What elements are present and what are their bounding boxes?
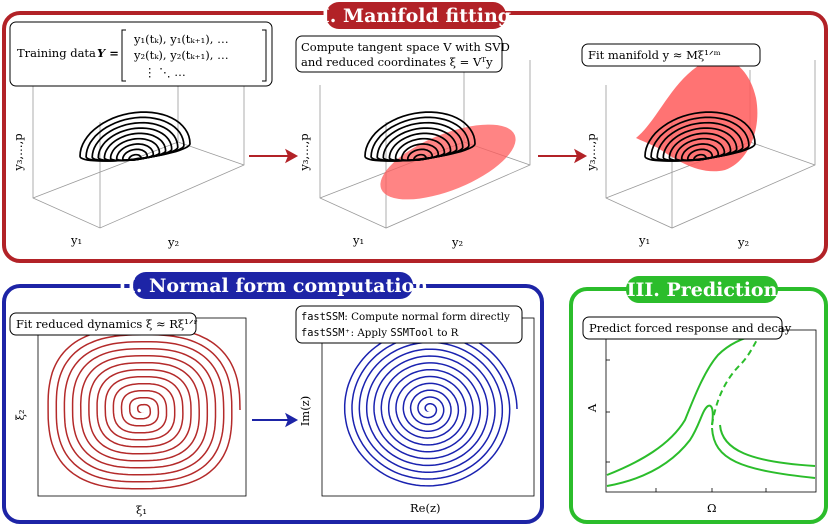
matrix-symbol: Y = (97, 46, 119, 60)
frc-upper-branch (606, 333, 761, 476)
matrix-row-3: ⋮ ⋱ … (144, 65, 186, 79)
panel-2-title-badge (133, 272, 413, 299)
plot-1-axes (32, 35, 245, 229)
tangent-space-disk (380, 124, 516, 200)
fastssm-code: fastSSM (301, 311, 344, 323)
caption-reduced-dynamics: Fit reduced dynamics ξ̇ ≈ Rξ¹ᐟʳ (9, 312, 198, 336)
xi-plot-xlabel: ξ₁ (136, 503, 147, 517)
plot-2-ylabel: y₂ (451, 235, 463, 249)
panel-1-title-badge (326, 2, 506, 29)
caption-normal-form: fastSSM: Compute normal form directly fa… (295, 305, 523, 344)
arrow-1-icon (249, 148, 299, 164)
normal-form-spiral (343, 327, 518, 487)
fit-manifold-caption: Fit manifold y ≈ Mξ¹ᐟᵐ (588, 48, 721, 62)
ssmtool-code: SSMTool (390, 327, 433, 339)
arrow-3-icon (252, 412, 299, 428)
panel-3-title-badge (626, 276, 778, 303)
reduced-dynamics-spiral (47, 327, 241, 490)
frc-unstable-branch (711, 337, 759, 426)
svg-text:fastSSM⁺: Apply SSMTool to R: fastSSM⁺: Apply SSMTool to R (301, 327, 459, 339)
orbit-loop (128, 153, 142, 161)
tangent-caption-line-2: and reduced coordinates ξ = Vᵀy (301, 55, 493, 69)
caption-prediction: Predict forced response and decay (582, 316, 792, 340)
caption-fit-manifold: Fit manifold y ≈ Mξ¹ᐟᵐ (581, 43, 761, 67)
arrow-2-icon (538, 148, 588, 164)
frc-ticks (606, 359, 767, 492)
z-plot-ylabel: Im(z) (298, 396, 312, 426)
frc-plot-frame (605, 329, 817, 493)
to-r-label: to R (437, 327, 459, 339)
apply-label: : Apply (351, 327, 388, 339)
panel-prediction: III. Prediction Ω A Predict forced respo… (569, 276, 828, 524)
z-plot-xlabel: Re(z) (410, 501, 441, 515)
orbit-loop (413, 153, 427, 161)
manifold-surface (636, 58, 758, 172)
frc-xlabel: Ω (707, 501, 717, 515)
plot-3-ylabel: y₂ (737, 235, 749, 249)
plot-2-xlabel: y₁ (352, 233, 364, 247)
fastssm-plus-code: fastSSM⁺ (301, 327, 351, 339)
reduced-dynamics-caption: Fit reduced dynamics ξ̇ ≈ Rξ¹ᐟʳ (16, 317, 198, 331)
training-data-label: Training data (17, 46, 96, 60)
svg-text:fastSSM: Compute normal form d: fastSSM: Compute normal form directly (301, 311, 510, 323)
orbit-3d-2 (364, 111, 476, 162)
frc-right-branch (711, 427, 816, 479)
frc-right-branch-2 (719, 424, 816, 467)
caption-tangent-space: Compute tangent space V with SVD and red… (295, 35, 510, 73)
normal-form-line-1: : Compute normal form directly (344, 311, 510, 323)
prediction-caption: Predict forced response and decay (589, 321, 792, 335)
panel-1-title: I. Manifold fitting (321, 5, 511, 27)
plot-1-ylabel: y₂ (167, 235, 179, 249)
spiral-curve (343, 327, 518, 487)
panel-2-title: II. Normal form computation (118, 275, 428, 297)
xi-plot-ylabel: ξ₂ (13, 410, 27, 421)
orbit-3d-1 (79, 111, 191, 162)
plot-1-zlabel: y₃,…,p (11, 133, 25, 171)
plot-3-xlabel: y₁ (638, 233, 650, 247)
spiral-curve (47, 327, 241, 490)
plot-3-zlabel: y₃,…,p (584, 133, 598, 171)
forced-response-curves (606, 333, 816, 487)
caption-training-data: Training data Y = y₁(tₖ), y₁(tₖ₊₁), … y₂… (9, 21, 273, 87)
z-fixed-point (426, 406, 432, 412)
panel-manifold-fitting: I. Manifold fitting y₃,…,p y₁ y₂ y₃,…,p … (2, 2, 828, 263)
matrix-row-2: y₂(tₖ), y₂(tₖ₊₁), … (133, 48, 229, 62)
frc-ylabel: A (585, 403, 599, 413)
plot-1-xlabel: y₁ (70, 233, 82, 247)
panel-3-title: III. Prediction (627, 279, 778, 301)
orbit-3d-3 (644, 111, 756, 162)
plot-2-zlabel: y₃,…,p (297, 133, 311, 171)
xi-fixed-point (139, 407, 145, 413)
frc-lower-branch (606, 404, 714, 487)
tangent-caption-line-1: Compute tangent space V with SVD (301, 40, 510, 54)
orbit-loop (693, 153, 707, 161)
matrix-row-1: y₁(tₖ), y₁(tₖ₊₁), … (133, 32, 229, 46)
panel-normal-form: II. Normal form computation ξ₁ ξ₂ Re(z) … (2, 272, 544, 524)
